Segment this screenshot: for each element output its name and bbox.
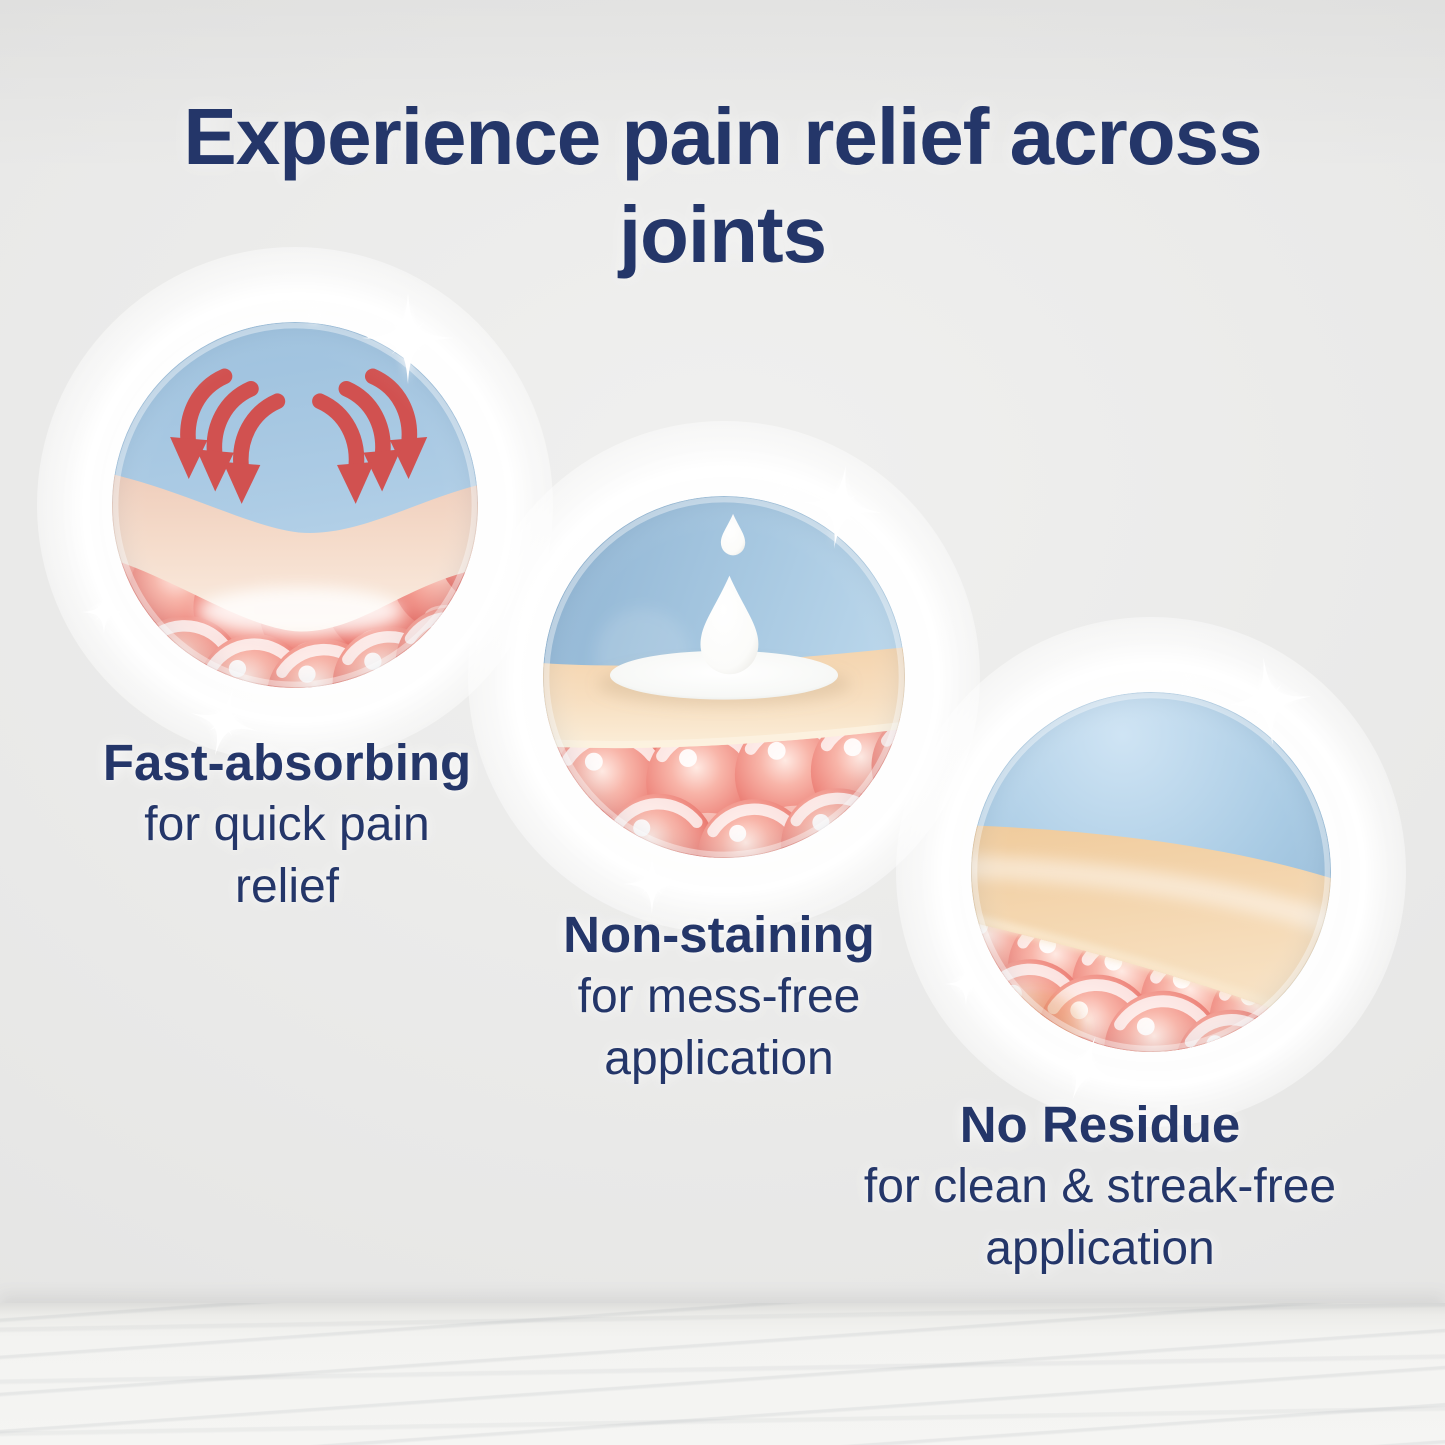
sparkle-icon — [1049, 1033, 1119, 1103]
no-residue-illustration — [971, 692, 1331, 1052]
sparkle-icon — [622, 854, 682, 914]
feature-block-no-residue: No Residue for clean & streak-free appli… — [810, 1094, 1390, 1280]
fast-absorbing-illustration — [112, 322, 478, 688]
feature-heading: No Residue — [959, 1096, 1241, 1153]
feature-description: for quick pain relief — [144, 798, 430, 913]
feature-description: for clean & streak-free application — [863, 1160, 1337, 1275]
page-title-text: Experience pain relief across joints — [183, 92, 1262, 279]
sparkle-icon — [361, 291, 455, 385]
sparkle-icon — [80, 588, 128, 636]
feature-block-fast-absorbing: Fast-absorbing for quick pain relief — [102, 732, 472, 918]
light-dot — [1184, 680, 1193, 689]
feature-heading: Fast-absorbing — [102, 734, 472, 791]
sparkle-icon — [188, 686, 260, 758]
marble-countertop — [0, 1303, 1445, 1445]
sparkle-icon — [1222, 655, 1314, 747]
sparkle-icon — [943, 961, 989, 1007]
sparkle-icon — [796, 463, 884, 551]
light-dot — [781, 485, 789, 493]
feature-description: for mess-free application — [577, 970, 861, 1085]
page-title: Experience pain relief across joints — [0, 88, 1445, 284]
glow-ring — [941, 662, 1367, 1088]
light-dot — [310, 311, 319, 320]
feature-heading: Non-staining — [563, 906, 875, 963]
feature-block-non-staining: Non-staining for mess-free application — [534, 904, 904, 1090]
